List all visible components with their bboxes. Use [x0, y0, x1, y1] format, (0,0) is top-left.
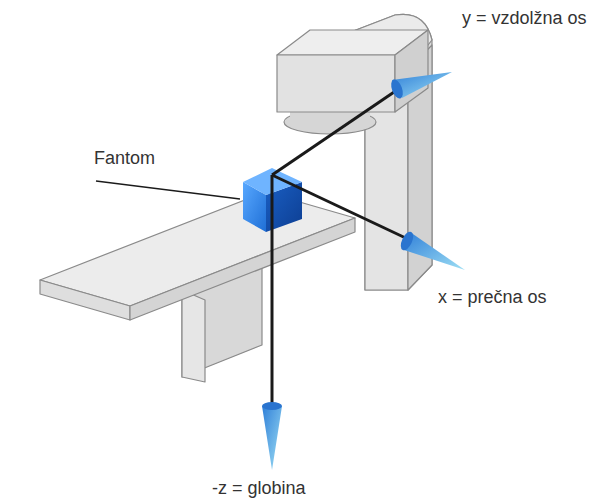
gantry [40, 14, 432, 382]
leader-line [96, 181, 240, 199]
axis-label: x = prečna os [438, 287, 547, 308]
axis-lines [272, 88, 412, 410]
axis-cones [262, 72, 465, 470]
axis-label: -z = globina [212, 478, 306, 499]
phantom-label: Fantom [94, 148, 155, 169]
axis-label: y = vzdolžna os [462, 8, 587, 29]
